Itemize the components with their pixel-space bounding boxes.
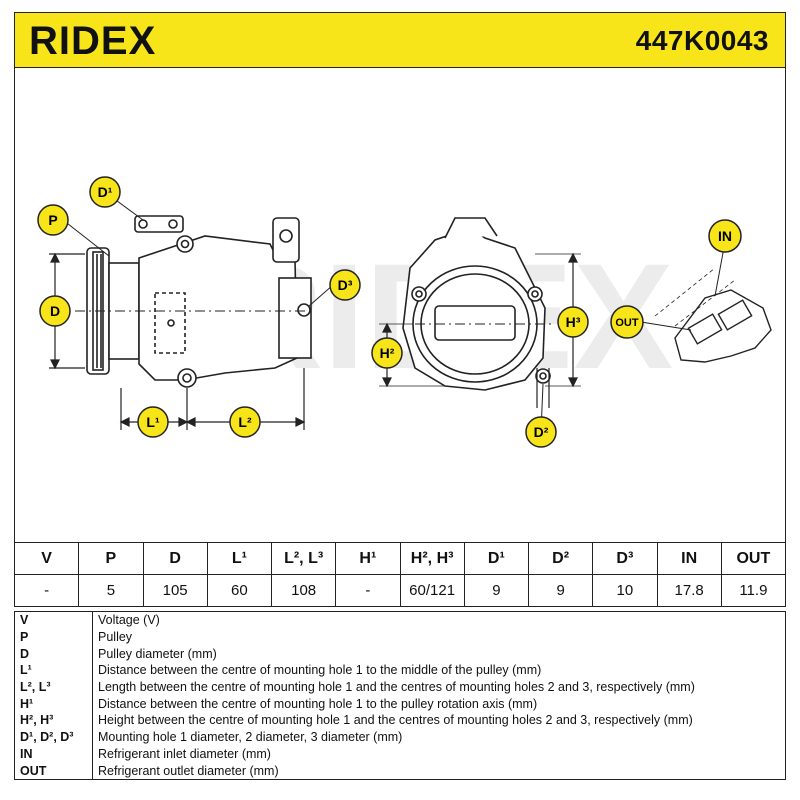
spec-value-cell: - [13, 574, 80, 607]
spec-header-cell: D¹ [463, 542, 530, 575]
spec-value-cell: - [335, 574, 401, 607]
svg-text:H³: H³ [566, 314, 581, 330]
spec-value-cell: 10 [592, 574, 658, 607]
svg-text:D³: D³ [338, 277, 353, 293]
legend-row: L², L³ Length between the centre of mount… [14, 678, 786, 696]
legend-text: Pulley [98, 630, 133, 645]
legend-row: H², H³ Height between the centre of mount… [14, 712, 786, 729]
label-d2: D² [525, 416, 557, 448]
svg-text:L¹: L¹ [146, 414, 160, 430]
legend-row: P Pulley [14, 628, 786, 646]
legend-key: OUT [14, 762, 93, 780]
legend-text: Length between the centre of mounting ho… [98, 680, 695, 695]
spec-table: V P D L¹ L², L³ H¹ H², H³ D¹ D² D³ IN OU… [13, 542, 787, 607]
legend-text: Refrigerant outlet diameter (mm) [98, 763, 279, 778]
legend-row: H¹ Distance between the centre of mountin… [14, 695, 786, 713]
spec-header-cell: L², L³ [270, 542, 337, 575]
legend-row: V Voltage (V) [14, 611, 786, 629]
spec-header-cell: L¹ [206, 542, 273, 575]
label-h2: H² [371, 337, 403, 369]
spec-value-cell: 108 [270, 574, 337, 607]
legend-table: V Voltage (V) P Pulley D Pulley diameter (m… [14, 611, 786, 780]
spec-header-cell: D³ [592, 542, 658, 575]
leader-lines [62, 191, 726, 433]
spec-header-cell: IN [656, 542, 722, 575]
brand-logo-text: RIDEX [29, 22, 156, 60]
spec-header-cell: OUT [720, 542, 787, 575]
legend-text: Distance between the centre of mounting … [98, 663, 542, 678]
svg-text:L²: L² [238, 414, 252, 430]
label-d3: D³ [329, 269, 361, 301]
label-out: OUT [610, 305, 644, 339]
spec-header-cell: D² [527, 542, 594, 575]
legend-row: D Pulley diameter (mm) [14, 645, 786, 663]
legend-key: L¹ [14, 662, 93, 679]
spec-value-cell: 5 [78, 574, 144, 607]
header-bar: RIDEX 447K0043 [14, 12, 786, 68]
spec-value-cell: 11.9 [720, 574, 787, 607]
legend-row: OUT Refrigerant outlet diameter (mm) [14, 762, 786, 780]
label-p: P [37, 204, 69, 236]
dim-d-line [49, 252, 85, 370]
spec-value-cell: 17.8 [656, 574, 722, 607]
spec-header-cell: P [78, 542, 144, 575]
port-detail-view [654, 267, 772, 363]
svg-text:P: P [48, 212, 57, 228]
part-number: 447K0043 [635, 25, 769, 56]
spec-value-row: - 5 105 60 108 - 60/121 9 9 10 17.8 11.9 [13, 574, 787, 607]
spec-value-cell: 9 [527, 574, 594, 607]
legend-text: Distance between the centre of mounting … [98, 696, 538, 711]
technical-drawing: RIDEX [14, 68, 786, 542]
legend-row: L¹ Distance between the centre of mountin… [14, 662, 786, 679]
legend-text: Pulley diameter (mm) [98, 646, 217, 661]
label-l1: L¹ [137, 406, 169, 438]
legend-text: Height between the centre of mounting ho… [98, 713, 693, 728]
spec-header-cell: H², H³ [399, 542, 465, 575]
ridex-logo: RIDEX [29, 22, 156, 60]
compressor-front-view [402, 217, 555, 391]
legend-text: Voltage (V) [98, 613, 160, 628]
spec-value-cell: 60 [206, 574, 273, 607]
spec-header-cell: D [142, 542, 208, 575]
label-d1: D¹ [89, 176, 121, 208]
legend-key: P [14, 628, 93, 646]
svg-text:D¹: D¹ [98, 184, 113, 200]
svg-text:OUT: OUT [615, 317, 639, 329]
spec-header-cell: H¹ [335, 542, 401, 575]
svg-text:D: D [50, 303, 60, 319]
legend-row: IN Refrigerant inlet diameter (mm) [14, 745, 786, 763]
label-d: D [39, 295, 71, 327]
dim-h-lines [379, 252, 581, 408]
svg-text:IN: IN [718, 228, 732, 244]
legend-text: Refrigerant inlet diameter (mm) [98, 746, 271, 761]
drawing-canvas: RIDEX [37, 176, 772, 448]
label-h3: H³ [557, 306, 589, 338]
legend-key: D [14, 645, 93, 663]
legend-key: L², L³ [14, 678, 93, 696]
legend-key: D¹, D², D³ [14, 728, 93, 746]
spec-value-cell: 9 [463, 574, 530, 607]
legend-key: H², H³ [14, 712, 93, 729]
label-in: IN [708, 219, 742, 253]
compressor-side-view [75, 215, 315, 388]
legend-text: Mounting hole 1 diameter, 2 diameter, 3 … [98, 730, 403, 745]
spec-value-cell: 60/121 [399, 574, 465, 607]
spec-header-cell: V [13, 542, 80, 575]
legend-key: H¹ [14, 695, 93, 713]
svg-text:D²: D² [534, 424, 549, 440]
legend-row: D¹, D², D³ Mounting hole 1 diameter, 2 di… [14, 728, 786, 746]
spec-value-cell: 105 [142, 574, 208, 607]
legend-key: IN [14, 745, 93, 763]
label-l2: L² [229, 406, 261, 438]
spec-header-row: V P D L¹ L², L³ H¹ H², H³ D¹ D² D³ IN OU… [13, 542, 787, 575]
svg-text:H²: H² [380, 345, 395, 361]
legend-key: V [14, 611, 93, 629]
